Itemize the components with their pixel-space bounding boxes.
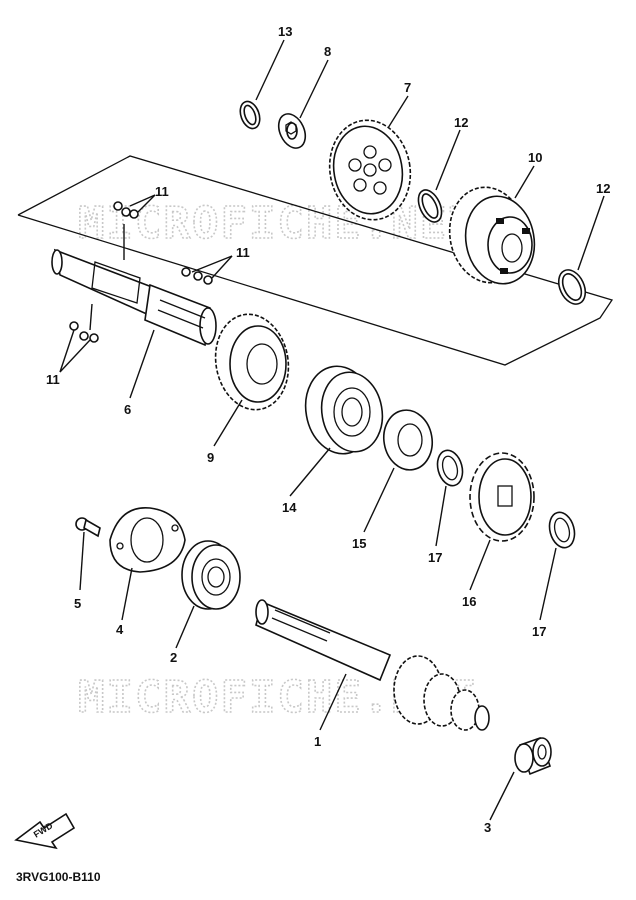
callout-4: 4 xyxy=(116,622,124,637)
callout-10: 10 xyxy=(528,150,542,165)
callout-14: 14 xyxy=(282,500,297,515)
gear-9 xyxy=(214,313,290,411)
bearing-retainer-plate-4 xyxy=(109,507,186,573)
circlip-17-a xyxy=(436,449,464,487)
callout-17-b: 17 xyxy=(532,624,546,639)
callout-1: 1 xyxy=(314,734,321,749)
oil-seal-15 xyxy=(382,409,434,471)
circlip-13 xyxy=(239,100,261,130)
callout-5: 5 xyxy=(74,596,81,611)
callout-3: 3 xyxy=(484,820,491,835)
callout-12-a: 12 xyxy=(454,115,468,130)
callout-16: 16 xyxy=(462,594,476,609)
callout-13: 13 xyxy=(278,24,292,39)
steel-balls-11 xyxy=(69,201,213,343)
drive-axle-6 xyxy=(51,248,217,347)
forward-direction-arrow-icon: FWD xyxy=(14,812,76,850)
callout-8: 8 xyxy=(324,44,331,59)
callout-17-a: 17 xyxy=(428,550,442,565)
callout-15: 15 xyxy=(352,536,366,551)
circlip-17-b xyxy=(548,511,576,549)
circlip-12-a xyxy=(417,189,443,223)
callout-11-c: 11 xyxy=(46,372,60,387)
bearing-14 xyxy=(304,365,384,455)
callout-9: 9 xyxy=(207,450,214,465)
drive-sprocket-16 xyxy=(469,452,535,542)
collar-3 xyxy=(514,736,552,776)
main-axle-1 xyxy=(255,599,490,731)
callout-12-b: 12 xyxy=(596,181,610,196)
gear-7 xyxy=(328,119,412,221)
bearing-2 xyxy=(181,540,241,610)
callout-labels: 13 8 7 12 10 12 11 11 11 6 9 14 15 17 16… xyxy=(46,24,610,835)
callout-7: 7 xyxy=(404,80,411,95)
assembly-bracket-frame xyxy=(17,155,614,366)
callout-11-a: 11 xyxy=(155,184,169,199)
gear-10 xyxy=(448,186,536,285)
bolt-5 xyxy=(75,517,101,538)
circlip-12-b xyxy=(557,269,587,305)
diagram-reference-code: 3RVG100-B110 xyxy=(16,870,101,884)
callout-6: 6 xyxy=(124,402,131,417)
callout-2: 2 xyxy=(170,650,177,665)
callout-11-b: 11 xyxy=(236,245,250,260)
leader-lines xyxy=(59,39,605,821)
washer-8 xyxy=(277,113,307,149)
